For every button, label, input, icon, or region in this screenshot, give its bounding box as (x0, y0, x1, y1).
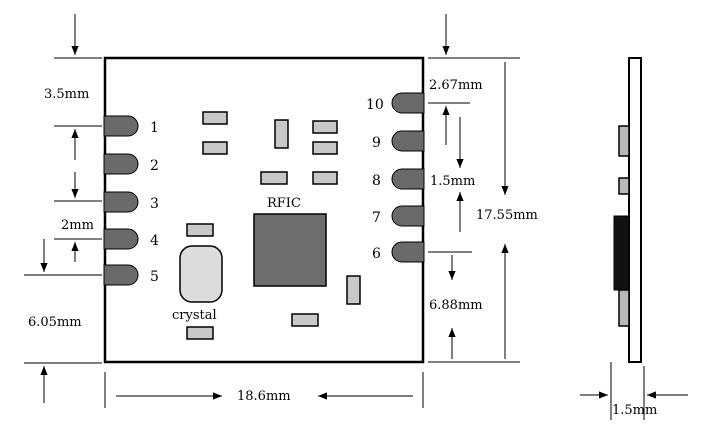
dim-top-margin: 3.5mm (44, 87, 89, 102)
dim-right-bottom-margin: 6.88mm (429, 298, 483, 313)
pad-left-5 (103, 264, 139, 286)
crystal-label: crystal (172, 308, 217, 323)
left-pads (103, 115, 139, 286)
pad-right-10 (391, 92, 425, 114)
pin-label-right-9: 9 (372, 135, 381, 151)
width-dimension: 18.6mm (104, 372, 424, 408)
side-block (613, 215, 630, 291)
right-pin-labels: 10 9 8 7 6 (366, 97, 384, 262)
dim-bottom-margin: 6.05mm (28, 315, 82, 330)
pad-left-3 (103, 191, 139, 213)
pcb-board (103, 56, 425, 364)
pad-right-9 (391, 130, 425, 152)
dim-height: 17.55mm (476, 208, 538, 223)
pin-label-left-3: 3 (150, 196, 159, 212)
pin-label-left-1: 1 (150, 120, 159, 136)
smd-component (202, 141, 228, 155)
smd-component (260, 171, 288, 185)
pin-label-left-4: 4 (150, 233, 159, 249)
rfic-chip (253, 213, 327, 287)
smd-component (291, 313, 319, 327)
dim-pin-pitch: 2mm (61, 218, 94, 233)
smd-component (186, 223, 214, 237)
right-dimensions: 2.67mm 1.5mm 6.88mm 17.55mm (428, 14, 538, 363)
smd-component (274, 119, 289, 149)
dim-thickness: 1.5mm (612, 403, 657, 418)
smd-component (312, 171, 338, 185)
side-view: 1.5mm (580, 57, 688, 420)
right-pads (391, 92, 425, 263)
left-pin-labels: 1 2 3 4 5 (150, 120, 159, 285)
crystal (179, 245, 223, 303)
smd-component (312, 120, 338, 134)
smd-component (186, 326, 214, 340)
smd-components (186, 111, 361, 340)
pad-left-1 (103, 115, 139, 137)
pin-label-right-8: 8 (372, 173, 381, 189)
pad-left-4 (103, 228, 139, 250)
side-component (618, 125, 630, 157)
smd-component (202, 111, 228, 125)
pin-label-left-5: 5 (150, 269, 159, 285)
pin-label-right-10: 10 (366, 97, 384, 113)
side-view-board (628, 57, 642, 363)
dim-right-top-margin: 2.67mm (429, 78, 483, 93)
rfic-label: RFIC (267, 196, 301, 211)
pad-right-7 (391, 205, 425, 227)
pin-label-left-2: 2 (150, 158, 159, 174)
smd-component (312, 141, 338, 155)
side-component (618, 177, 630, 195)
pad-right-8 (391, 168, 425, 190)
pin-label-right-6: 6 (372, 246, 381, 262)
pad-right-6 (391, 241, 425, 263)
dim-width: 18.6mm (237, 389, 291, 404)
smd-component (346, 275, 361, 305)
left-dimensions: 3.5mm 2mm 6.05mm (24, 14, 102, 403)
dim-right-pitch: 1.5mm (430, 174, 475, 189)
pad-left-2 (103, 153, 139, 175)
side-component (618, 289, 630, 327)
pin-label-right-7: 7 (372, 210, 381, 226)
